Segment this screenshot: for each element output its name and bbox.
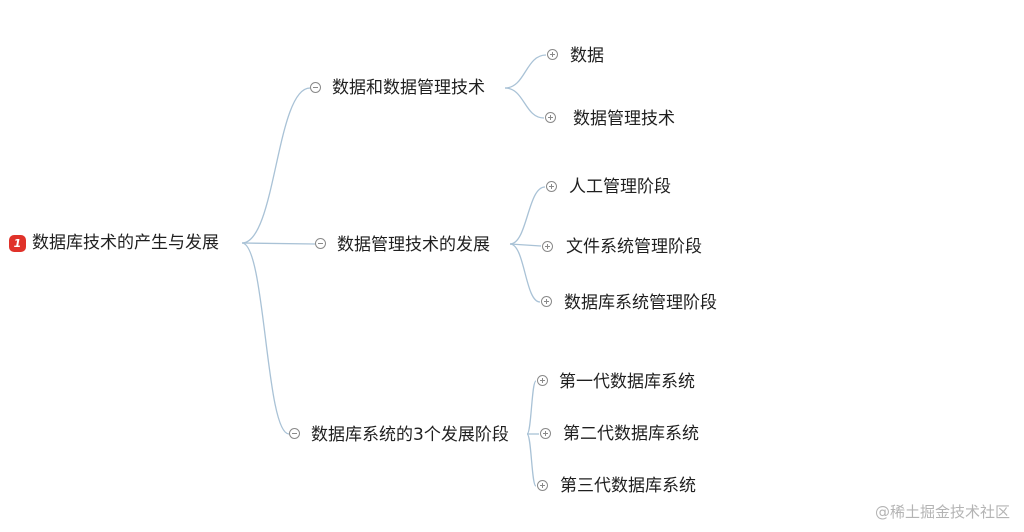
subtopic-3-1[interactable]: 第一代数据库系统 — [559, 372, 695, 392]
connector-root-branch-2 — [241, 242, 316, 245]
expand-toggle-icon[interactable] — [546, 181, 557, 192]
subtopic-1-2[interactable]: 数据管理技术 — [573, 109, 675, 129]
connector-root-branch-3 — [241, 242, 290, 435]
connector-branch-1-child-1 — [504, 54, 547, 89]
priority-1-icon: 1 — [9, 235, 26, 252]
expand-toggle-icon[interactable] — [545, 112, 556, 123]
collapse-toggle-icon[interactable] — [315, 238, 326, 249]
subtopic-1-1[interactable]: 数据 — [570, 46, 604, 66]
root-topic[interactable]: 数据库技术的产生与发展 — [32, 233, 219, 253]
expand-toggle-icon[interactable] — [542, 241, 553, 252]
subtopic-2-1[interactable]: 人工管理阶段 — [569, 177, 671, 197]
collapse-toggle-icon[interactable] — [289, 428, 300, 439]
connector-branch-2-child-2 — [509, 243, 542, 247]
expand-toggle-icon[interactable] — [541, 296, 552, 307]
subtopic-2-3[interactable]: 数据库系统管理阶段 — [564, 293, 717, 313]
connector-branch-2-child-1 — [509, 186, 546, 245]
subtopic-3-2[interactable]: 第二代数据库系统 — [563, 424, 699, 444]
connector-branch-3-child-3 — [526, 433, 537, 487]
expand-toggle-icon[interactable] — [537, 375, 548, 386]
subtopic-2-2[interactable]: 文件系统管理阶段 — [566, 237, 702, 257]
connector-branch-3-child-1 — [526, 380, 537, 435]
branch-topic-3[interactable]: 数据库系统的3个发展阶段 — [311, 425, 509, 445]
expand-toggle-icon[interactable] — [540, 428, 551, 439]
connector-branch-2-child-3 — [509, 243, 541, 303]
branch-topic-2[interactable]: 数据管理技术的发展 — [337, 235, 490, 255]
connector-branch-1-child-2 — [504, 87, 545, 119]
connector-root-branch-1 — [241, 87, 311, 244]
collapse-toggle-icon[interactable] — [310, 82, 321, 93]
branch-topic-1[interactable]: 数据和数据管理技术 — [332, 78, 485, 98]
subtopic-3-3[interactable]: 第三代数据库系统 — [560, 476, 696, 496]
expand-toggle-icon[interactable] — [547, 49, 558, 60]
watermark: @稀土掘金技术社区 — [874, 503, 1010, 521]
expand-toggle-icon[interactable] — [537, 480, 548, 491]
